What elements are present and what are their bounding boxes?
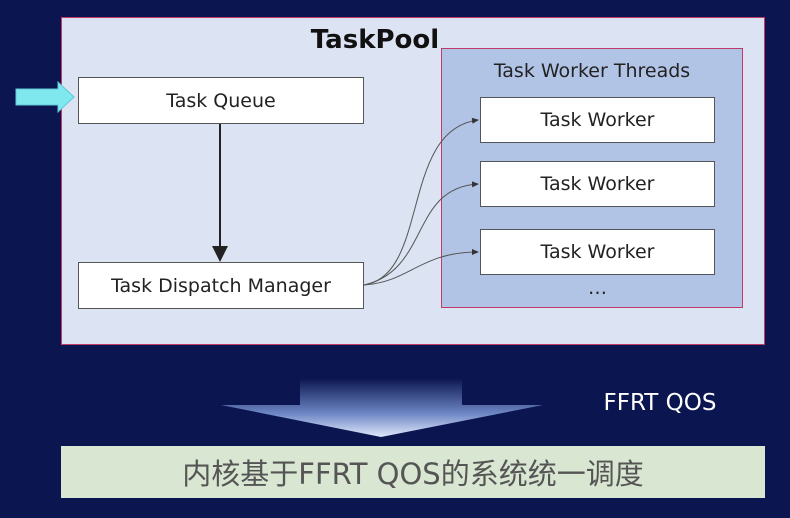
- dispatch-to-worker-1-arrow: [363, 117, 479, 286]
- taskpool-title: TaskPool: [310, 25, 440, 55]
- task-worker-label-2: Task Worker: [540, 173, 655, 195]
- task-worker-label-3: Task Worker: [540, 241, 655, 263]
- worker-threads-title: Task Worker Threads: [493, 60, 691, 82]
- task-worker-label-1: Task Worker: [540, 109, 655, 131]
- kernel-scheduling-text: 内核基于FFRT QOS的系统统一调度: [182, 457, 644, 491]
- more-workers-ellipsis: …: [588, 277, 607, 299]
- qos-down-arrow: [221, 378, 543, 437]
- task-queue-box: Task Queue: [78, 77, 364, 124]
- task-worker-box-2: Task Worker: [480, 161, 715, 207]
- dispatch-to-worker-3-arrow: [363, 249, 479, 286]
- task-dispatch-manager-label: Task Dispatch Manager: [111, 274, 331, 297]
- task-worker-box-1: Task Worker: [480, 97, 715, 143]
- ffrt-qos-label: FFRT QOS: [603, 390, 717, 416]
- kernel-scheduling-banner: 内核基于FFRT QOS的系统统一调度: [61, 446, 765, 498]
- dispatch-to-worker-2-arrow: [363, 181, 479, 286]
- task-queue-label: Task Queue: [166, 89, 276, 112]
- input-arrow: [15, 80, 75, 114]
- task-worker-box-3: Task Worker: [480, 229, 715, 275]
- task-dispatch-manager-box: Task Dispatch Manager: [78, 262, 364, 309]
